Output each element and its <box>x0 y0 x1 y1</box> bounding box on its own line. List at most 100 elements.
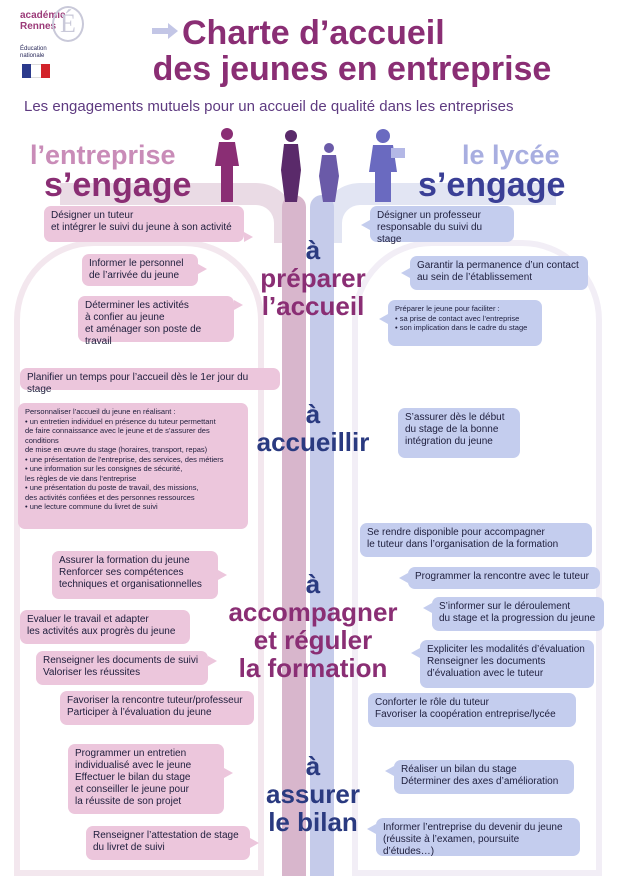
section-bilan-line1: à <box>305 751 321 781</box>
entreprise-engagement-4: Planifier un temps pour l’accueil dès le… <box>20 368 280 395</box>
pointer-arrow <box>423 603 432 613</box>
pointer-arrow <box>218 570 227 580</box>
entreprise-engagement-9: Favoriser la rencontre tuteur/professeur… <box>60 691 254 725</box>
logo-education: Éducation nationale <box>20 46 47 59</box>
section-accompagner-line1: à <box>305 569 321 599</box>
entreprise-engagement-6-line3: techniques et organisationnelles <box>59 579 202 590</box>
section-preparer-line3: l’accueil <box>261 291 365 321</box>
lycee-engagement-10-line1: Réaliser un bilan du stage <box>401 764 517 775</box>
section-bilan: à assurer le bilan <box>228 752 398 836</box>
entreprise-engagement-8-line2: Valoriser les réussites <box>43 667 141 678</box>
lycee-engagement-3-header: Préparer le jeune pour faciliter : <box>395 304 500 313</box>
entreprise-engagement-5-line6: les règles de vie dans l’entreprise <box>25 473 137 483</box>
pointer-arrow <box>224 768 233 778</box>
entreprise-engagement-3-line3: et aménager son poste de travail <box>85 324 202 347</box>
entreprise-engagement-2-line1: Informer le personnel <box>89 258 184 269</box>
entreprise-engagement-2: Informer le personnel de l’arrivée du je… <box>82 254 198 286</box>
lycee-engagement-2-line1: Garantir la permanence d’un contact <box>417 260 579 271</box>
lycee-engagement-9: Conforter le rôle du tuteur Favoriser la… <box>368 693 576 727</box>
section-accueillir-line1: à <box>305 399 321 429</box>
entreprise-engagement-7-line1: Evaluer le travail et adapter <box>27 614 149 625</box>
entreprise-engagement-8-line1: Renseigner les documents de suivi <box>43 655 199 666</box>
lycee-engagement-5-line1: Se rendre disponible pour accompagner <box>367 527 545 538</box>
entreprise-engagement-7: Evaluer le travail et adapter les activi… <box>20 610 190 644</box>
section-accompagner: à accompagner et réguler la formation <box>222 570 404 682</box>
entreprise-engagement-6-line1: Assurer la formation du jeune <box>59 555 190 566</box>
lycee-heading-bottom: s’engage <box>418 166 566 204</box>
pointer-arrow <box>411 648 420 658</box>
pointer-arrow <box>244 232 253 242</box>
entreprise-engagement-5-line9: • une lecture commune du livret de suivi <box>25 502 158 511</box>
entreprise-engagement-6-line2: Renforcer ses compétences <box>59 567 184 578</box>
page-subtitle: Les engagements mutuels pour un accueil … <box>24 98 514 115</box>
entreprise-engagement-4-line1: Planifier un temps pour l’accueil dès le… <box>27 372 249 395</box>
lycee-engagement-11-line1: Informer l’entreprise du devenir du jeun… <box>383 822 563 833</box>
academie-logo: académie Rennes É Éducation nationale <box>6 2 84 92</box>
page-title-line2: des jeunes en entreprise <box>152 50 552 88</box>
entreprise-engagement-7-line2: les activités aux progrès du jeune <box>27 626 176 637</box>
entreprise-heading-top: l’entreprise <box>30 140 176 170</box>
pointer-arrow <box>379 314 388 324</box>
entreprise-engagement-5-header: Personnaliser l’accueil du jeune en réal… <box>25 407 176 416</box>
lycee-engagement-4-line2: du stage de la bonne <box>405 424 499 435</box>
lycee-engagement-3-line1: • sa prise de contact avec l’entreprise <box>395 313 520 323</box>
entreprise-engagement-3-line1: Déterminer les activités <box>85 300 189 311</box>
lycee-pillar <box>310 195 334 876</box>
lycee-engagement-4-line3: intégration du jeune <box>405 436 493 447</box>
entreprise-engagement-10-line1: Programmer un entretien <box>75 748 187 759</box>
lycee-engagement-7-line1: S’informer sur le déroulement <box>439 601 571 612</box>
entreprise-engagement-10-line5: la réussite de son projet <box>75 796 182 807</box>
section-accueillir: à accueillir <box>228 400 398 456</box>
entreprise-engagement-5-line5: • une information sur les consignes de s… <box>25 464 183 473</box>
section-bilan-line2: assurer <box>266 779 360 809</box>
page-title-line1: Charte d’accueil <box>182 14 445 52</box>
lycee-engagement-11-line2: (réussite à l’examen, poursuite d’études… <box>383 834 520 857</box>
entreprise-engagement-5-line3: de mise en œuvre du stage (horaires, tra… <box>25 445 208 454</box>
entreprise-engagement-5-line2: de faire connaissance avec le jeune et d… <box>25 426 210 445</box>
logo-letter: É <box>52 6 84 42</box>
entreprise-engagement-5-line4: • une présentation de l’entreprise, des … <box>25 454 224 464</box>
lycee-engagement-2-line2: au sein de l’établissement <box>417 272 533 283</box>
lycee-engagement-9-line2: Favoriser la coopération entreprise/lycé… <box>375 709 556 720</box>
lycee-engagement-9-line1: Conforter le rôle du tuteur <box>375 697 489 708</box>
pointer-arrow <box>250 838 259 848</box>
lycee-engagement-8-line1: Expliciter les modalités d’évaluation <box>427 644 585 655</box>
lycee-engagement-5: Se rendre disponible pour accompagner le… <box>360 523 592 557</box>
entreprise-engagement-11: Renseigner l’attestation de stage du liv… <box>86 826 250 860</box>
lycee-engagement-8: Expliciter les modalités d’évaluation Re… <box>420 640 594 688</box>
people-silhouettes-icon <box>215 128 405 202</box>
section-preparer-line1: à <box>305 235 321 265</box>
section-bilan-line3: le bilan <box>268 807 358 837</box>
entreprise-engagement-5-line8: des activités confiées et des personnes … <box>25 492 195 502</box>
lycee-engagement-8-line2: Renseigner les documents <box>427 656 546 667</box>
entreprise-engagement-10-line3: Effectuer le bilan du stage <box>75 772 191 783</box>
lycee-engagement-2: Garantir la permanence d’un contact au s… <box>410 256 588 290</box>
pointer-arrow <box>367 824 376 834</box>
section-accompagner-line2: accompagner <box>228 597 398 627</box>
pointer-arrow <box>234 300 243 310</box>
lycee-engagement-3: Préparer le jeune pour faciliter : • sa … <box>388 300 542 346</box>
entreprise-heading-bottom: s’engage <box>44 166 192 204</box>
arrow-right-icon <box>152 23 178 39</box>
lycee-engagement-7: S’informer sur le déroulement du stage e… <box>432 597 604 631</box>
entreprise-pillar <box>282 195 306 876</box>
logo-academie: académie <box>20 10 66 21</box>
entreprise-engagement-1-line2: et intégrer le suivi du jeune à son acti… <box>51 222 232 233</box>
pointer-arrow <box>385 766 394 776</box>
entreprise-engagement-3-line2: à confier au jeune <box>85 312 165 323</box>
entreprise-engagement-8: Renseigner les documents de suivi Valori… <box>36 651 208 685</box>
section-accompagner-line4: la formation <box>238 653 388 683</box>
lycee-engagement-8-line3: d’évaluation avec le tuteur <box>427 668 544 679</box>
entreprise-engagement-10: Programmer un entretien individualisé av… <box>68 744 224 814</box>
lycee-engagement-1: Désigner un professeur responsable du su… <box>370 206 514 245</box>
section-preparer-line2: préparer <box>260 263 366 293</box>
section-preparer: à préparer l’accueil <box>228 236 398 320</box>
entreprise-engagement-6: Assurer la formation du jeune Renforcer … <box>52 551 218 599</box>
entreprise-engagement-11-line1: Renseigner l’attestation de stage <box>93 830 239 841</box>
lycee-engagement-3-line2: • son implication dans le cadre du stage <box>395 323 528 332</box>
lycee-engagement-10-line2: Déterminer des axes d’amélioration <box>401 776 559 787</box>
entreprise-engagement-9-line2: Participer à l’évaluation du jeune <box>67 707 212 718</box>
lycee-engagement-10: Réaliser un bilan du stage Déterminer de… <box>394 760 574 794</box>
pointer-arrow <box>198 264 207 274</box>
section-accompagner-line3: et réguler <box>253 625 373 655</box>
